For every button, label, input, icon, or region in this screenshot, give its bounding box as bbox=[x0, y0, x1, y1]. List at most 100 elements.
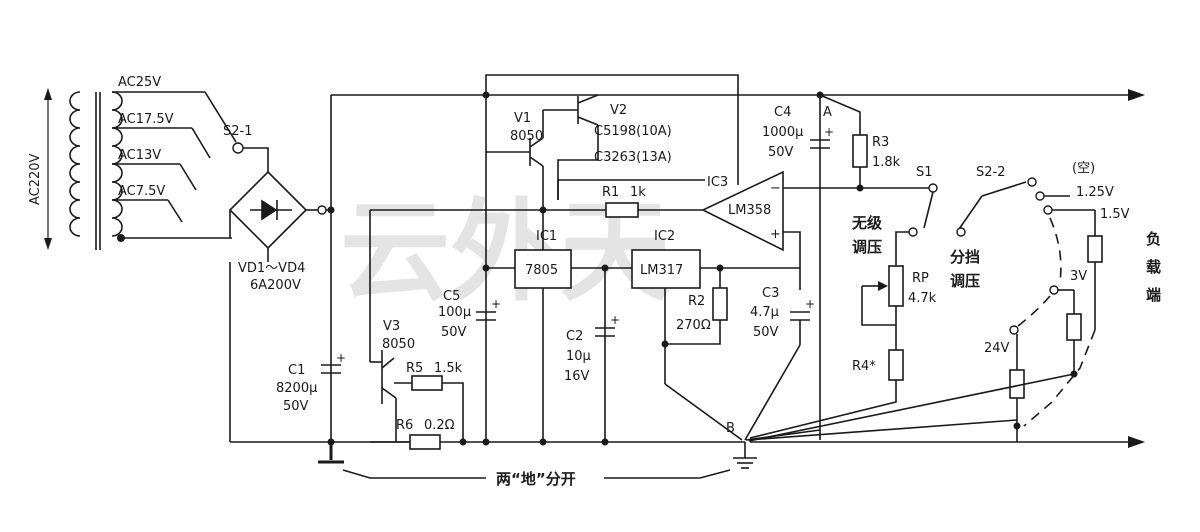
bridge-label: VD1～VD4 bbox=[238, 261, 305, 276]
c3-name: C3 bbox=[762, 286, 779, 301]
capacitor-c5: + C5 100μ 50V bbox=[438, 289, 501, 340]
v3-type: 8050 bbox=[382, 337, 415, 352]
r1-name: R1 bbox=[602, 185, 619, 200]
regulator-ic1: 7805 IC1 bbox=[514, 229, 572, 289]
step-1v25-label: 1.25V bbox=[1076, 185, 1114, 200]
tap-25v-label: AC25V bbox=[118, 75, 161, 90]
rp-name: RP bbox=[912, 271, 929, 286]
ic3-part: LM358 bbox=[728, 203, 771, 218]
ic3-name: IC3 bbox=[707, 175, 728, 190]
c1-polarity: + bbox=[336, 351, 346, 365]
r1-value: 1k bbox=[630, 185, 646, 200]
stepless-note-2: 调压 bbox=[852, 238, 882, 256]
ic2-name: IC2 bbox=[654, 229, 675, 244]
rp-value: 4.7k bbox=[908, 291, 937, 306]
switch-s2-1-label: S2-1 bbox=[223, 124, 253, 139]
ic3-inv-input: − bbox=[770, 181, 781, 196]
transformer: AC220V AC25V AC17.5V AC13V AC7.5V bbox=[28, 75, 232, 250]
r6-value: 0.2Ω bbox=[424, 418, 455, 433]
grounds-separate-note: 两“地”分开 bbox=[496, 470, 576, 488]
c1-name: C1 bbox=[288, 363, 305, 378]
capacitor-c2: + C2 10μ 16V bbox=[564, 268, 620, 442]
c3-value: 4.7μ bbox=[750, 305, 779, 320]
c1-voltage: 50V bbox=[283, 399, 309, 414]
switch-s2-1: S2-1 bbox=[167, 91, 269, 223]
c2-polarity: + bbox=[610, 313, 620, 327]
load-label-2: 载 bbox=[1146, 258, 1161, 276]
r5-value: 1.5k bbox=[434, 361, 463, 376]
step-empty-label: (空) bbox=[1072, 161, 1095, 176]
v1-type: 8050 bbox=[510, 129, 543, 144]
r3-name: R3 bbox=[872, 135, 889, 150]
transistor-v2: V2 C5198(10A) C3263(13A) bbox=[542, 94, 672, 200]
c2-name: C2 bbox=[566, 329, 583, 344]
c5-name: C5 bbox=[443, 289, 460, 304]
r6-name: R6 bbox=[396, 418, 413, 433]
r2-value: 270Ω bbox=[676, 318, 711, 333]
c5-value: 100μ bbox=[438, 305, 471, 320]
capacitor-c4: + C4 1000μ 50V bbox=[762, 95, 834, 440]
resistor-r3: R3 1.8k bbox=[819, 94, 901, 188]
r2-name: R2 bbox=[688, 294, 705, 309]
positive-output-arrow bbox=[1128, 89, 1145, 101]
switch-s2-2: S2-2 (空) 1.25V 1.5V 3V 24V bbox=[976, 161, 1130, 430]
tap-7v5-label: AC7.5V bbox=[118, 184, 165, 199]
node-a-label: A bbox=[823, 105, 832, 120]
primary-coil bbox=[69, 91, 81, 237]
c4-value: 1000μ bbox=[762, 125, 803, 140]
v2-alt1: C5198(10A) bbox=[594, 124, 672, 139]
resistor-r2: R2 270Ω bbox=[665, 268, 728, 345]
c4-name: C4 bbox=[774, 105, 791, 120]
resistor-r4: R4* bbox=[749, 306, 904, 439]
v3-name: V3 bbox=[383, 319, 400, 334]
c2-value: 10μ bbox=[566, 349, 591, 364]
c5-polarity: + bbox=[491, 297, 501, 311]
capacitor-c3: + C3 4.7μ 50V bbox=[750, 286, 815, 340]
node-b-star-ground: B bbox=[664, 320, 1075, 469]
transistor-v3: V3 8050 bbox=[369, 210, 415, 442]
v1-name: V1 bbox=[514, 111, 531, 126]
negative-output-arrow bbox=[1128, 436, 1145, 448]
stepped-note-1: 分挡 bbox=[950, 248, 980, 266]
resistor-r5: R5 1.5k bbox=[394, 361, 464, 442]
regulator-ic2: LM317 IC2 bbox=[631, 229, 701, 289]
stepless-note-1: 无级 bbox=[851, 214, 883, 232]
r5-name: R5 bbox=[406, 361, 423, 376]
capacitor-c1: + C1 8200μ 50V bbox=[276, 351, 346, 414]
switch-s1: S1 bbox=[908, 165, 983, 237]
resistor-r1: R1 1k bbox=[370, 185, 703, 218]
load-label-1: 负 bbox=[1146, 230, 1161, 248]
bridge-rating: 6A200V bbox=[250, 278, 301, 293]
c4-polarity: + bbox=[824, 125, 834, 139]
bridge-rectifier: VD1～VD4 6A200V bbox=[228, 170, 327, 293]
v2-alt2: C3263(13A) bbox=[594, 150, 672, 165]
c3-polarity: + bbox=[805, 297, 815, 311]
node-b-label: B bbox=[726, 421, 735, 436]
resistor-r6: R6 0.2Ω bbox=[370, 418, 455, 450]
ic2-part: LM317 bbox=[640, 263, 683, 278]
primary-voltage-label: AC220V bbox=[28, 153, 43, 205]
step-1v5-label: 1.5V bbox=[1100, 207, 1130, 222]
tap-17v5-label: AC17.5V bbox=[118, 112, 174, 127]
switch-s2-2-label: S2-2 bbox=[976, 165, 1006, 180]
potentiometer-rp: RP 4.7k bbox=[861, 231, 937, 326]
r3-value: 1.8k bbox=[872, 155, 901, 170]
switch-s1-label: S1 bbox=[916, 165, 933, 180]
ic1-part: 7805 bbox=[525, 263, 558, 278]
step-3v-label: 3V bbox=[1070, 269, 1087, 284]
ic1-name: IC1 bbox=[536, 229, 557, 244]
c5-voltage: 50V bbox=[441, 325, 467, 340]
c3-voltage: 50V bbox=[753, 325, 779, 340]
grounds-separate-bracket: 两“地”分开 bbox=[342, 469, 731, 488]
transistor-v1: V1 8050 bbox=[486, 111, 544, 210]
load-label-3: 端 bbox=[1146, 286, 1161, 304]
c2-voltage: 16V bbox=[564, 369, 590, 384]
opamp-ic3: LM358 IC3 − + bbox=[701, 170, 860, 290]
ic3-noninv-input: + bbox=[770, 227, 781, 242]
c1-value: 8200μ bbox=[276, 381, 317, 396]
tap-13v-label: AC13V bbox=[118, 148, 161, 163]
step-24v-label: 24V bbox=[984, 341, 1010, 356]
stepped-note-2: 调压 bbox=[950, 272, 980, 290]
v2-name: V2 bbox=[610, 103, 627, 118]
